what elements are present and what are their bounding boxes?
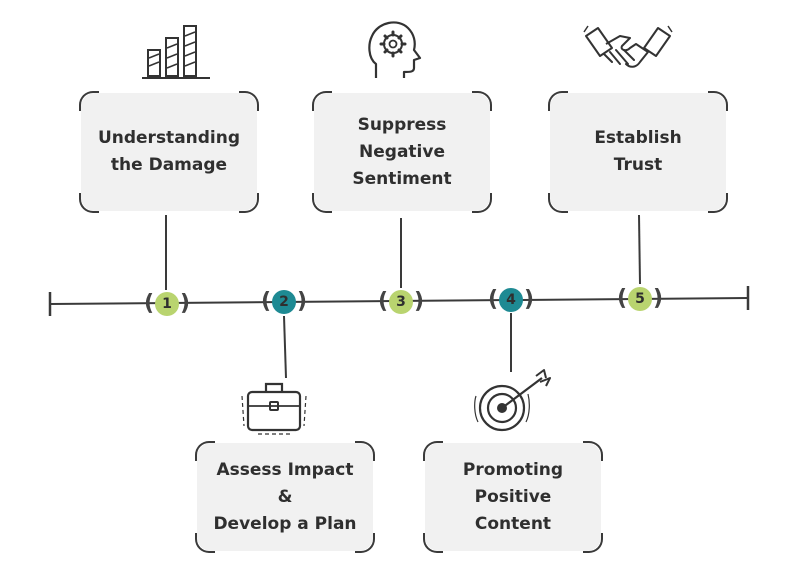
briefcase-icon xyxy=(241,382,307,435)
step-1-box: Understanding the Damage xyxy=(79,91,259,213)
step-4-label: Promoting Positive Content xyxy=(462,459,564,534)
step-1-label: Understanding the Damage xyxy=(97,128,241,175)
step-3-marker: (3) xyxy=(378,289,424,314)
step-5-label: Establish Trust xyxy=(594,128,682,175)
step-4-number: 4 xyxy=(506,292,516,308)
step-3-number: 3 xyxy=(396,294,406,310)
step-3-label: Suppress Negative Sentiment xyxy=(352,114,452,189)
step-1-number: 1 xyxy=(162,296,172,312)
bar-chart-icon xyxy=(142,25,210,79)
step-2-box: Assess Impact & Develop a Plan xyxy=(195,441,375,553)
step-5-number: 5 xyxy=(635,291,645,307)
step-5-marker: (5) xyxy=(617,286,663,311)
head-gear-icon xyxy=(368,21,422,78)
handshake-icon xyxy=(583,25,673,68)
step-2-number: 2 xyxy=(279,294,289,310)
step-3-box: Suppress Negative Sentiment xyxy=(312,91,492,213)
step-4-box: Promoting Positive Content xyxy=(423,441,603,553)
connector-step-5 xyxy=(638,214,641,285)
step-1-marker: (1) xyxy=(144,291,190,316)
step-4-marker: (4) xyxy=(488,287,534,312)
step-5-box: Establish Trust xyxy=(548,91,728,213)
target-arrow-icon xyxy=(474,369,551,432)
step-2-marker: (2) xyxy=(261,289,307,314)
step-2-label: Assess Impact & Develop a Plan xyxy=(213,459,357,534)
connector-step-2 xyxy=(283,315,287,379)
